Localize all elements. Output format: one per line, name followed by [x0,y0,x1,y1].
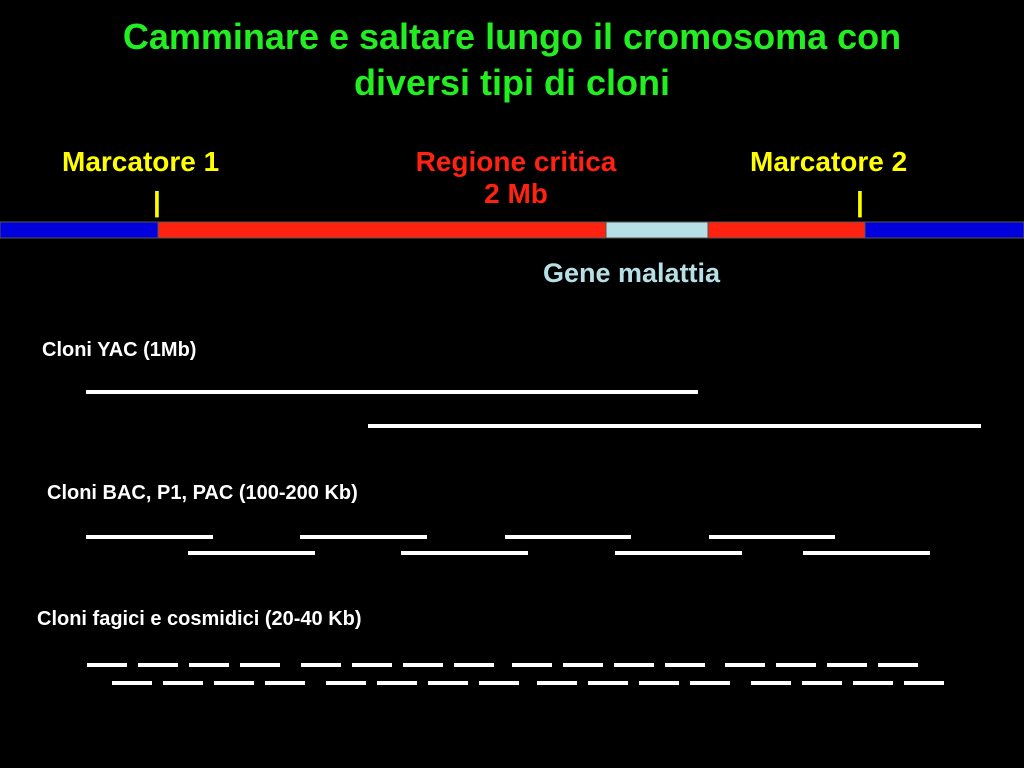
marker-2-tick: | [856,186,864,217]
critical-region-label: Regione critica 2 Mb [390,146,642,210]
critical-region-title: Regione critica [415,146,617,177]
disease-gene-label: Gene malattia [543,258,721,288]
critical-region-left [157,221,607,239]
disease-gene-segment [605,221,709,239]
critical-region-right [707,221,866,239]
chromosome-left-flank [0,221,159,239]
marker-2-label: Marcatore 2 [750,146,908,177]
yac-clones-label: Cloni YAC (1Mb) [42,339,197,361]
slide-title: Camminare e saltare lungo il cromosoma c… [0,14,1024,106]
marker-1-label: Marcatore 1 [62,146,220,177]
cosmid-clones-label: Cloni fagici e cosmidici (20-40 Kb) [37,608,362,630]
critical-region-size: 2 Mb [484,178,548,209]
chromosome [0,221,1024,239]
title-line-1: Camminare e saltare lungo il cromosoma c… [122,16,902,57]
clone-lines [86,390,981,685]
chromosome-right-flank [864,221,1024,239]
title-line-2: diversi tipi di cloni [353,62,671,103]
marker-1-tick: | [153,186,161,217]
bac-clones-label: Cloni BAC, P1, PAC (100-200 Kb) [47,482,358,504]
